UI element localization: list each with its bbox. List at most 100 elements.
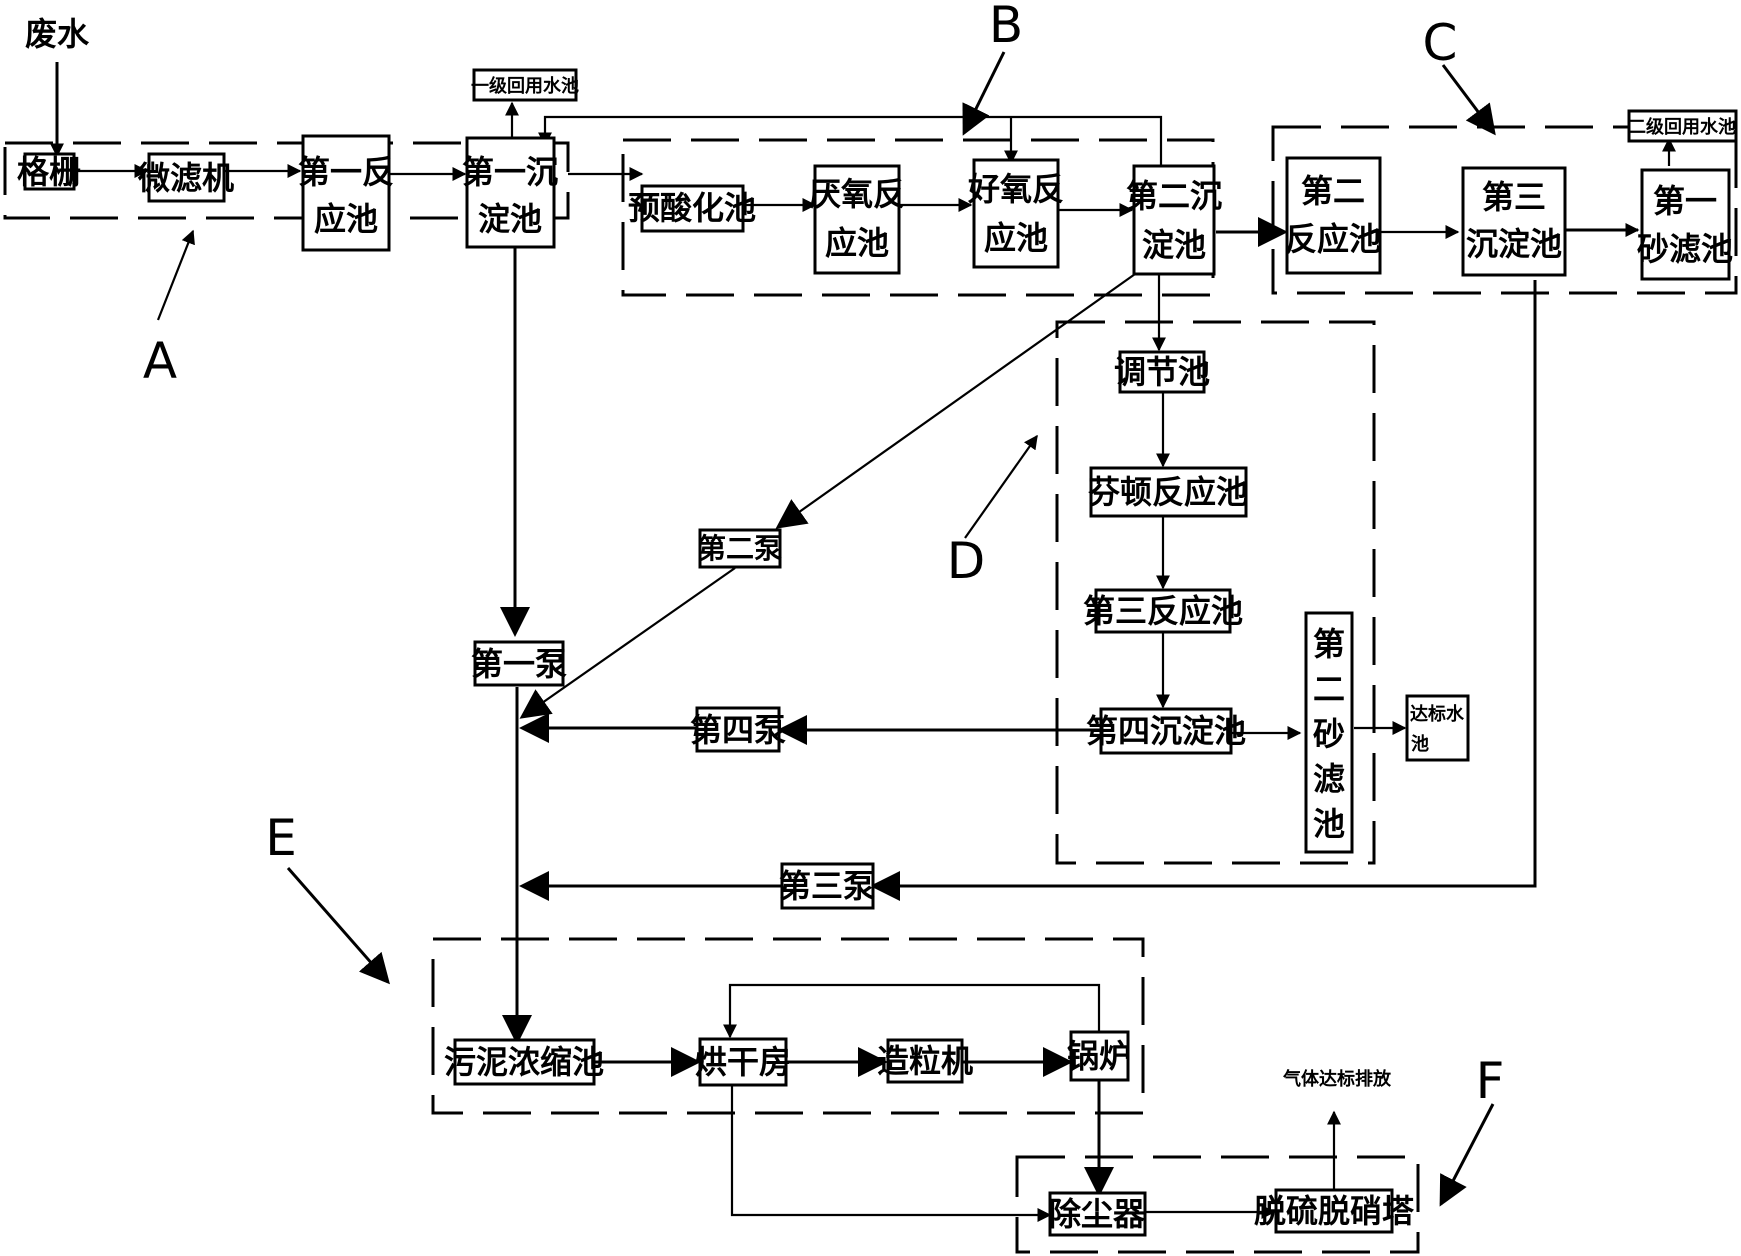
box-pump4 bbox=[695, 706, 781, 753]
reuse1-label: 一级回用水池 bbox=[471, 75, 579, 97]
group-boundaries bbox=[3, 125, 1738, 1254]
desulf-label: 脱硫脱硝塔 bbox=[1254, 1192, 1415, 1230]
section-label-a: A bbox=[143, 332, 177, 390]
sed1-label-line1: 第一沉 bbox=[462, 153, 558, 191]
box-preacid bbox=[640, 184, 745, 233]
box-granulator bbox=[886, 1038, 964, 1084]
reaction2-label-line2: 反应池 bbox=[1285, 220, 1381, 258]
sed2-label-line2: 淀池 bbox=[1142, 226, 1206, 264]
box-reaction2 bbox=[1285, 156, 1382, 275]
box-anaerobic bbox=[813, 164, 901, 275]
box-grille bbox=[23, 152, 76, 191]
standard-label-line1: 达标水 bbox=[1410, 703, 1465, 725]
sand2-char-5: 池 bbox=[1313, 805, 1345, 843]
pointer-c bbox=[1441, 64, 1496, 136]
boiler-label: 锅炉 bbox=[1067, 1037, 1131, 1075]
box-standard bbox=[1405, 694, 1470, 762]
pump2-label: 第二泵 bbox=[698, 532, 782, 565]
text-labels: 废水 格栅 微滤机 第一反 应池 第一沉 淀池 一级回用水池 预酸化池 厌氧反 … bbox=[17, 0, 1736, 1233]
sand2-char-3: 砂 bbox=[1313, 715, 1345, 753]
arrow-drying-to-dust bbox=[730, 1085, 1052, 1222]
dust-label: 除尘器 bbox=[1049, 1195, 1146, 1233]
box-desulf bbox=[1274, 1188, 1394, 1234]
box-sand2 bbox=[1304, 611, 1354, 854]
sed4-label: 第四沉淀池 bbox=[1086, 712, 1246, 750]
box-sand1 bbox=[1640, 168, 1731, 281]
box-reuse2 bbox=[1627, 109, 1738, 143]
thickener-label: 污泥浓缩池 bbox=[444, 1043, 604, 1081]
reuse2-label: 二级回用水池 bbox=[1628, 116, 1736, 138]
input-label: 废水 bbox=[25, 15, 90, 53]
fenton-label: 芬顿反应池 bbox=[1088, 473, 1248, 511]
box-aerobic bbox=[972, 158, 1060, 269]
group-f-boundary bbox=[1015, 1155, 1420, 1254]
sand1-label-line1: 第一 bbox=[1653, 182, 1717, 220]
box-regulating bbox=[1118, 350, 1206, 394]
sed3-label-line2: 沉淀池 bbox=[1466, 225, 1562, 263]
reaction3-label: 第三反应池 bbox=[1083, 592, 1243, 630]
return-sed2-to-sed1 bbox=[538, 115, 1163, 166]
box-pump1 bbox=[473, 640, 565, 687]
granulator-label: 造粒机 bbox=[877, 1042, 973, 1080]
section-label-b: B bbox=[989, 0, 1023, 54]
pointer-f bbox=[1439, 1103, 1495, 1207]
gas-out-label: 气体达标排放 bbox=[1282, 1068, 1392, 1090]
section-label-d: D bbox=[947, 532, 986, 590]
heat-return-boiler-to-drying bbox=[723, 983, 1101, 1043]
sand2-char-2: 二 bbox=[1313, 670, 1345, 708]
pointer-b bbox=[962, 51, 1006, 136]
pointer-a bbox=[156, 229, 195, 321]
sed2-label-line1: 第二沉 bbox=[1126, 177, 1222, 215]
box-pump3 bbox=[780, 862, 875, 910]
reaction1-label-line1: 第一反 bbox=[298, 153, 394, 191]
arrow-sed3-to-pump3 bbox=[870, 280, 1537, 901]
box-boiler bbox=[1069, 1030, 1130, 1082]
group-b-boundary bbox=[621, 138, 1215, 297]
sand1-label-line2: 砂滤池 bbox=[1637, 230, 1733, 268]
section-label-e: E bbox=[265, 809, 297, 867]
pump4-label: 第四泵 bbox=[690, 711, 786, 749]
section-label-c: C bbox=[1423, 14, 1458, 72]
box-sed1 bbox=[465, 136, 556, 249]
pointer-e bbox=[286, 867, 390, 985]
reaction2-label-line1: 第二 bbox=[1301, 172, 1365, 210]
anaerobic-label-line2: 应池 bbox=[825, 224, 889, 262]
box-sed2 bbox=[1132, 164, 1216, 276]
group-c-boundary bbox=[1271, 125, 1738, 295]
box-pump2 bbox=[698, 528, 782, 569]
group-e-boundary bbox=[431, 937, 1145, 1115]
section-label-f: F bbox=[1476, 1052, 1505, 1110]
aerobic-label-line2: 应池 bbox=[984, 219, 1048, 257]
box-reaction3 bbox=[1094, 588, 1232, 634]
regulating-label: 调节池 bbox=[1114, 353, 1210, 391]
arrow-sed2-to-pump2 bbox=[775, 261, 1153, 529]
sand2-char-4: 滤 bbox=[1313, 760, 1345, 798]
pump1-label: 第一泵 bbox=[471, 645, 567, 683]
pointer-d bbox=[964, 434, 1038, 539]
box-sed3 bbox=[1461, 166, 1567, 277]
preacid-label: 预酸化池 bbox=[628, 189, 756, 227]
sed3-label-line1: 第三 bbox=[1482, 178, 1546, 216]
box-microfilter bbox=[147, 152, 226, 203]
grille-label: 格栅 bbox=[17, 153, 81, 191]
reaction1-label-line2: 应池 bbox=[314, 200, 378, 238]
box-sed4 bbox=[1099, 707, 1233, 755]
sand2-char-1: 第 bbox=[1313, 625, 1345, 663]
pump3-label: 第三泵 bbox=[779, 867, 875, 905]
microfilter-label: 微滤机 bbox=[137, 159, 234, 197]
arrow-pump2-to-junction bbox=[519, 567, 736, 719]
box-thickener bbox=[453, 1038, 596, 1086]
drying-label: 烘干房 bbox=[695, 1043, 791, 1081]
anaerobic-label-line1: 厌氧反 bbox=[809, 175, 905, 213]
box-reuse1 bbox=[472, 68, 578, 102]
aerobic-label-line1: 好氧反 bbox=[967, 170, 1064, 208]
box-drying bbox=[698, 1037, 788, 1087]
group-d-boundary bbox=[1055, 320, 1376, 865]
process-boxes bbox=[23, 68, 1738, 1237]
flow-connectors bbox=[50, 51, 1676, 1222]
box-dust bbox=[1048, 1191, 1147, 1237]
standard-label-line2: 池 bbox=[1411, 733, 1429, 755]
box-fenton bbox=[1089, 466, 1248, 518]
box-reaction1 bbox=[301, 134, 391, 252]
